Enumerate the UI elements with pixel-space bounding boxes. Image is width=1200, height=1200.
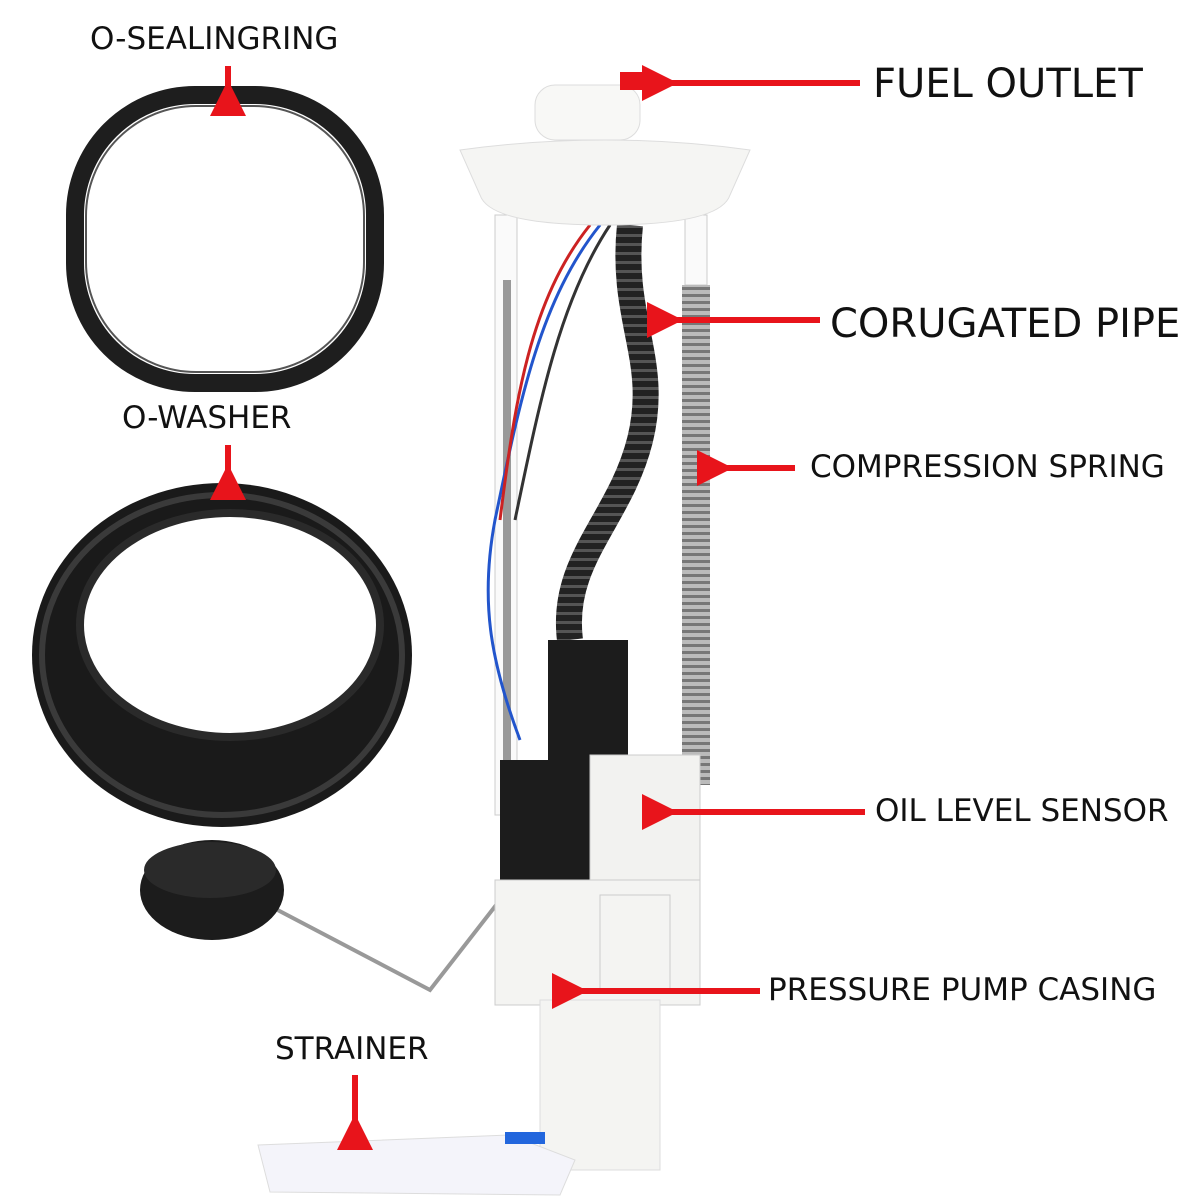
label-o-sealing-ring: O-SEALINGRING [90,21,339,57]
label-strainer: STRAINER [275,1031,429,1067]
label-corrugated-pipe: CORUGATED PIPE [830,301,1181,347]
label-oil-level-sensor: OIL LEVEL SENSOR [875,793,1169,829]
label-fuel-outlet: FUEL OUTLET [873,61,1143,107]
arrows [210,65,865,1150]
label-compression-spring: COMPRESSION SPRING [810,449,1165,485]
label-o-washer: O-WASHER [122,400,292,436]
label-pressure-pump-casing: PRESSURE PUMP CASING [768,972,1157,1008]
fuel-pump-assembly [257,72,751,1196]
float-arm [140,818,691,993]
o-sealing-ring [66,86,384,392]
o-washer [32,483,412,827]
